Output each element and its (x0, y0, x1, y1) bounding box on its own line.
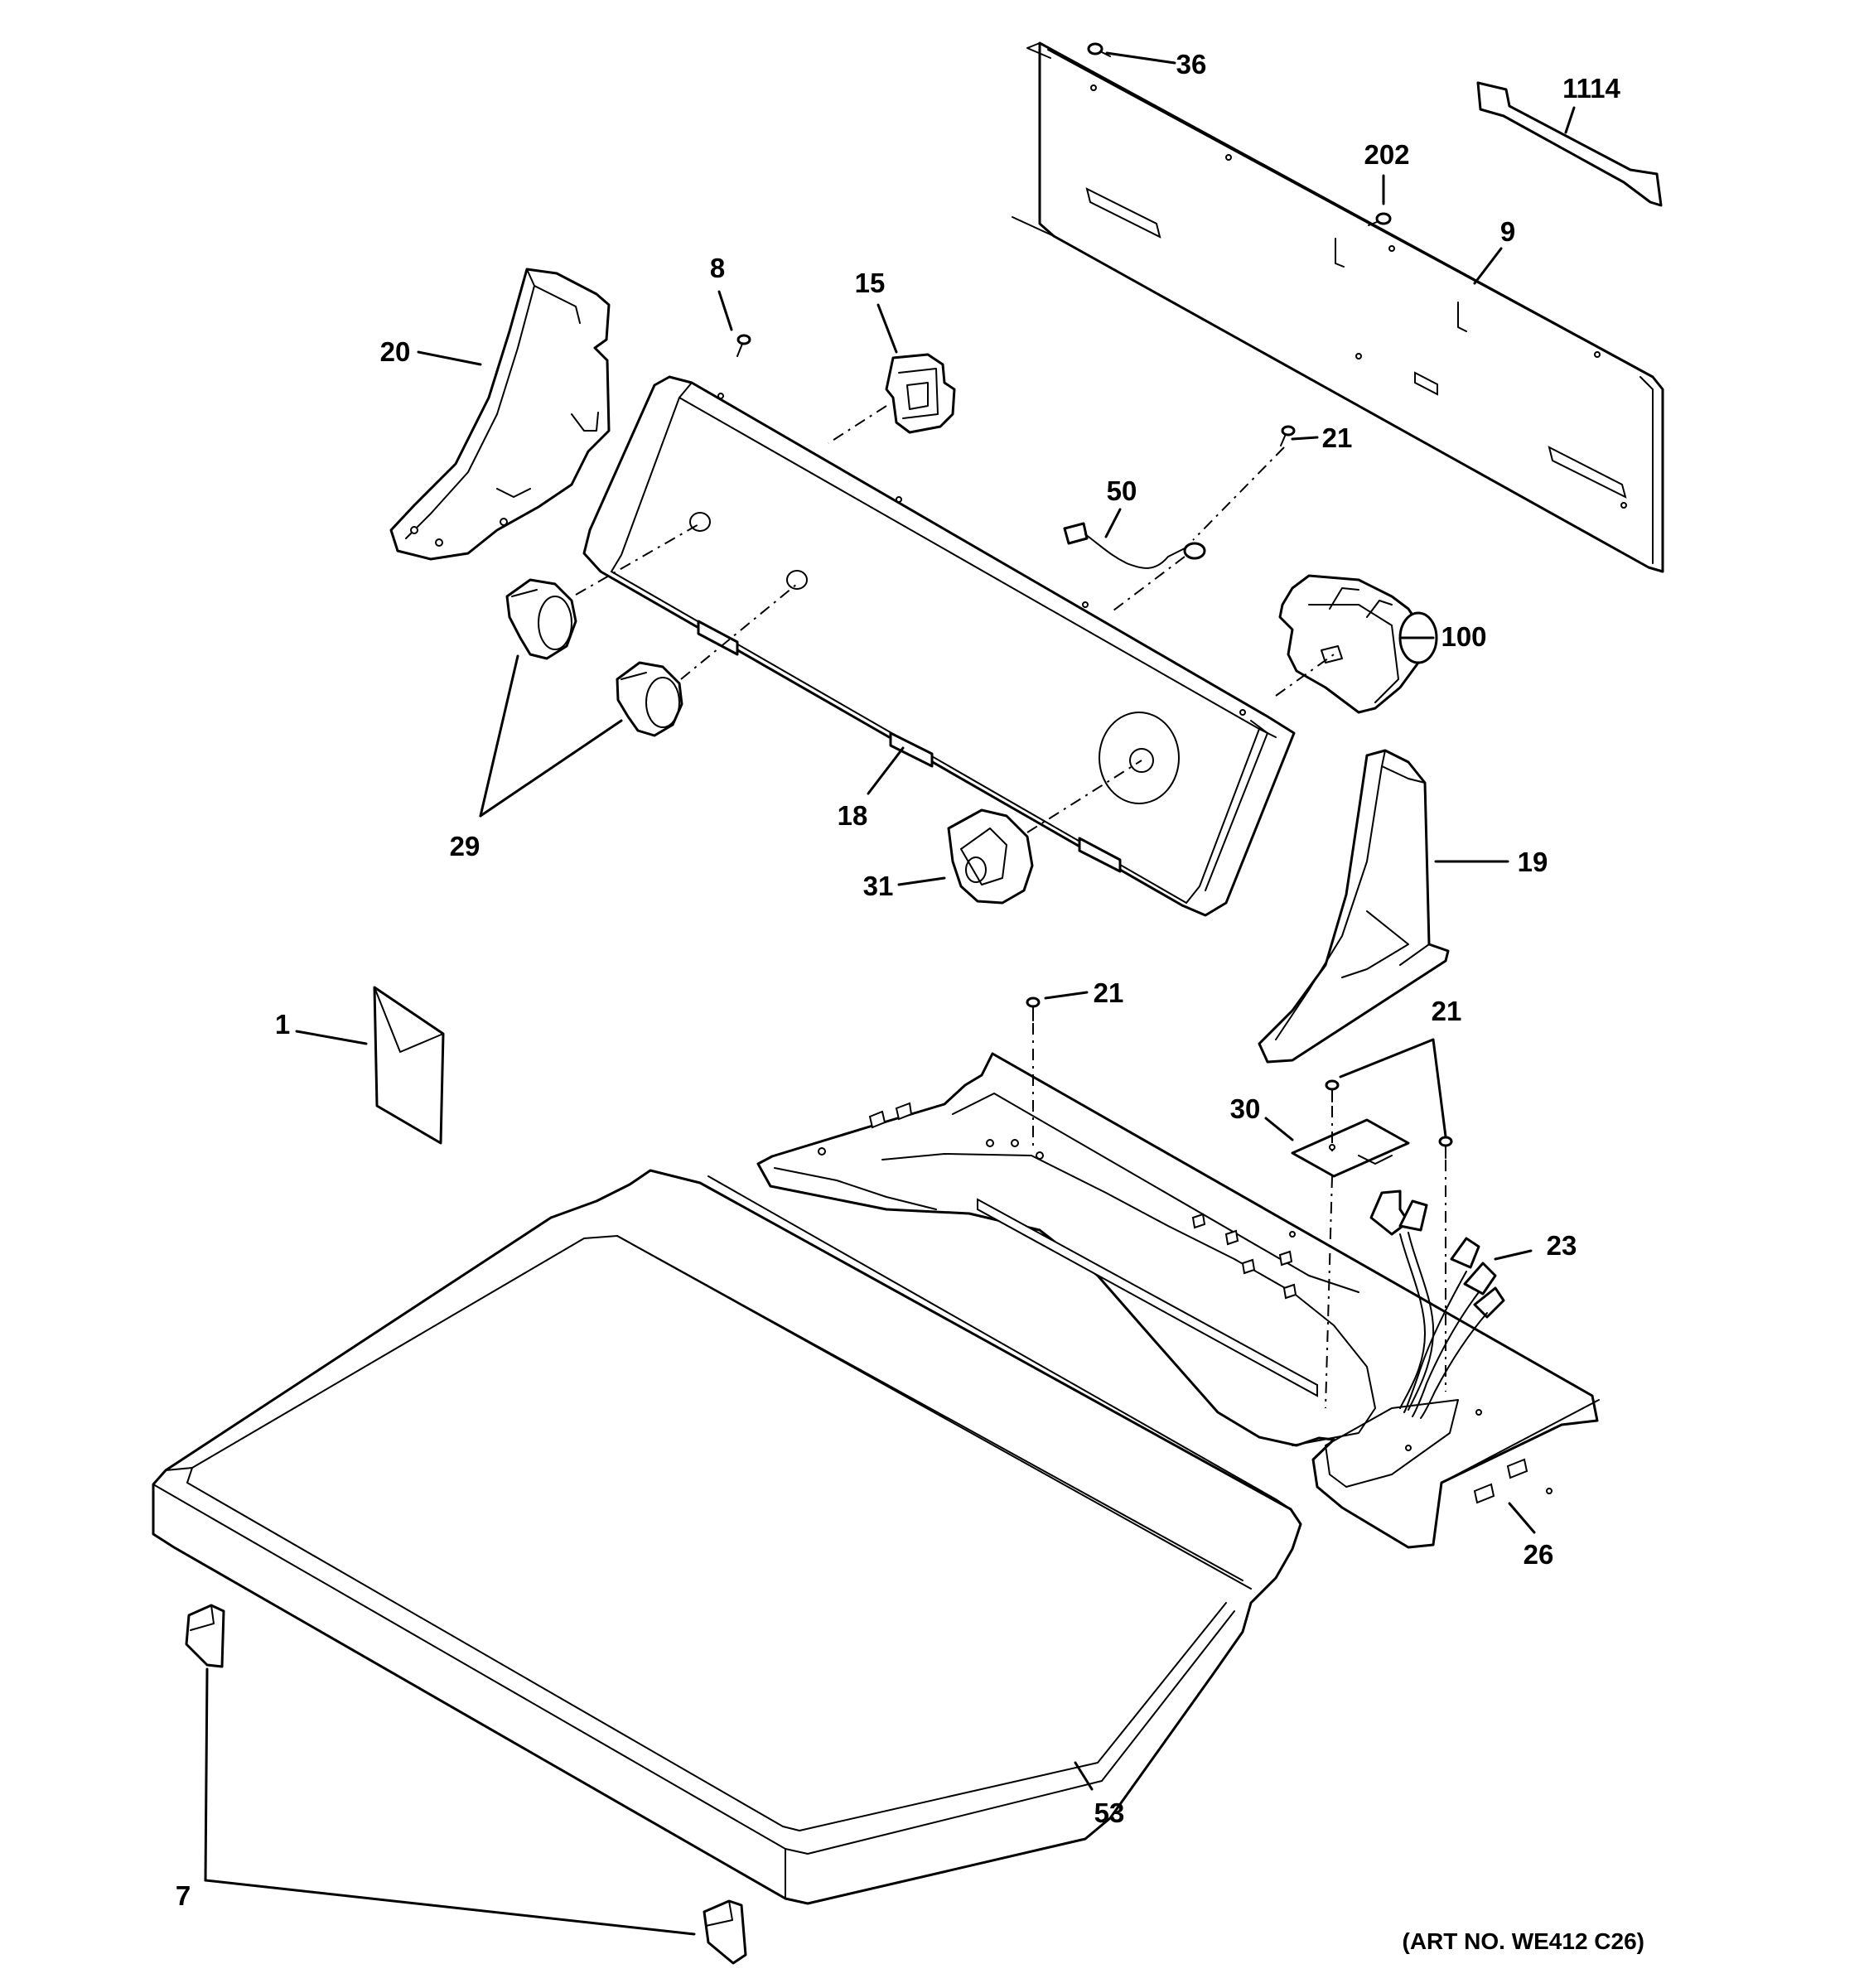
part-8-screw (736, 334, 751, 357)
part-53-top-cover (152, 1169, 1302, 1905)
part-202-screw (1368, 212, 1392, 226)
part-31-timer-knob (947, 808, 1034, 905)
callout-29: 29 (450, 831, 480, 861)
callout-1114: 1114 (1562, 73, 1620, 104)
part-1114-bracket (1476, 81, 1663, 207)
callout-20: 20 (380, 336, 411, 367)
callout-50: 50 (1107, 475, 1137, 506)
part-20-left-endcap (389, 268, 611, 561)
callout-15: 15 (855, 268, 886, 298)
callout-100: 100 (1441, 621, 1486, 652)
callout-26: 26 (1524, 1539, 1554, 1570)
assembly-lines (575, 405, 1446, 1409)
part-19-right-endcap (1258, 749, 1450, 1064)
callout-21-upper: 21 (1322, 422, 1353, 453)
part-7-hinge-clip-left (185, 1604, 225, 1668)
part-29-knob-lower (616, 661, 683, 737)
part-30-cover-plate (1291, 1118, 1410, 1178)
callout-202: 202 (1364, 139, 1409, 170)
leader-lines (204, 51, 1576, 1936)
part-7-hinge-clip-right (703, 1899, 747, 1965)
callout-21-right: 21 (1432, 996, 1462, 1026)
callout-53: 53 (1094, 1797, 1125, 1828)
callout-36: 36 (1176, 49, 1207, 80)
callout-23: 23 (1547, 1230, 1577, 1261)
callout-30: 30 (1230, 1093, 1261, 1124)
part-23-wire-harness (1369, 1189, 1505, 1419)
callout-7: 7 (176, 1880, 191, 1911)
callout-labels: 36 1114 202 9 8 15 20 21 50 100 29 18 31… (176, 49, 1644, 1954)
part-1-literature-envelope (373, 986, 445, 1145)
part-50-wire (1063, 522, 1206, 569)
part-21-screw-upper (1280, 425, 1296, 446)
callout-1: 1 (275, 1009, 290, 1040)
callout-8: 8 (710, 253, 725, 283)
callout-9: 9 (1500, 216, 1515, 247)
part-26-base-frame (756, 1052, 1600, 1549)
callout-31: 31 (863, 871, 894, 901)
part-36-screw (1087, 42, 1111, 57)
art-number: (ART NO. WE412 C26) (1403, 1928, 1645, 1954)
part-15-switch (885, 353, 956, 434)
part-9-rear-panel (1012, 41, 1664, 573)
part-21-screw-middle (1026, 996, 1041, 1021)
callout-18: 18 (838, 800, 868, 831)
callout-21-middle: 21 (1094, 977, 1124, 1008)
part-29-knob-upper (505, 578, 577, 660)
callout-19: 19 (1518, 847, 1548, 877)
part-18-clips (697, 620, 1122, 873)
console-control-panel (582, 375, 1296, 917)
part-100-timer (1278, 574, 1438, 714)
